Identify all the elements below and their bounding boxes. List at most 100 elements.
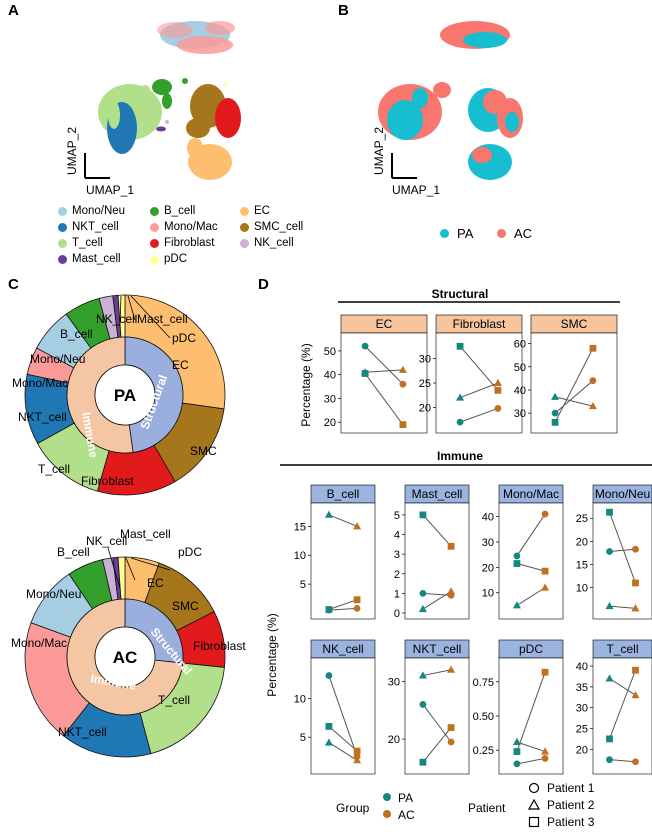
facet-panel xyxy=(310,502,376,620)
connector-line xyxy=(516,513,546,557)
data-point xyxy=(447,738,455,746)
donut-label-mononeu: Mono/Neu xyxy=(30,352,85,366)
connector-line xyxy=(609,678,636,696)
legend-shape xyxy=(528,816,540,828)
legend-patient-label: Patient 2 xyxy=(547,798,595,812)
facet-panel xyxy=(592,657,652,775)
umap-b-x-label: UMAP_1 xyxy=(392,183,440,197)
legend-item: Mast_cell xyxy=(58,253,121,265)
y-tick-label: 0.50 xyxy=(473,711,494,723)
structural-title: Structural xyxy=(432,287,489,301)
donut-label-b: B_cell xyxy=(60,327,93,341)
legend-swatch xyxy=(58,254,67,264)
legend-label: Mono/Mac xyxy=(164,221,218,233)
legend-swatch xyxy=(240,222,249,232)
legend-item: NKT_cell xyxy=(58,221,119,233)
y-tick-label: 30 xyxy=(324,393,336,405)
legend-swatch xyxy=(240,238,249,248)
data-point xyxy=(399,421,407,429)
y-tick-label: 50 xyxy=(514,362,526,374)
donut-leader-line xyxy=(127,295,136,321)
data-point xyxy=(541,747,550,755)
facet-strip-label: Fibroblast xyxy=(453,317,506,331)
umap-group-plot: UMAP_2 UMAP_1 xyxy=(372,21,523,197)
y-tick-label: 15 xyxy=(576,559,588,571)
data-point xyxy=(494,386,502,394)
facet-panel xyxy=(404,657,470,775)
data-point xyxy=(418,671,427,679)
data-point xyxy=(456,342,464,350)
donut-ac: ACECSMCFibroblastT_cellNKT_cellMono/MacM… xyxy=(11,527,246,758)
y-tick-label: 0.25 xyxy=(473,745,494,757)
panel-letter-c: C xyxy=(8,276,19,293)
umap-celltype-plot: UMAP_2 UMAP_1 xyxy=(65,21,241,197)
facet-panel xyxy=(404,502,470,620)
connector-line xyxy=(459,407,499,423)
y-tick-label: 20 xyxy=(482,562,494,574)
legend-label: NK_cell xyxy=(254,237,294,249)
y-tick-label: 25 xyxy=(419,378,431,390)
legend-item: SMC_cell xyxy=(240,221,303,233)
data-point xyxy=(632,545,639,553)
data-point xyxy=(353,522,362,530)
legend-group-swatch xyxy=(383,793,391,801)
connector-line xyxy=(328,675,358,757)
facet-strip-label: Mono/Mac xyxy=(503,487,559,501)
group-legend-item: AC xyxy=(497,226,532,241)
y-tick-label: 30 xyxy=(576,703,588,715)
data-point xyxy=(447,665,456,673)
data-point xyxy=(632,758,639,766)
legend-item: Fibroblast xyxy=(150,237,215,249)
connector-line xyxy=(422,669,452,677)
connector-line xyxy=(609,670,636,740)
data-point xyxy=(631,691,640,699)
y-tick-label: 40 xyxy=(514,385,526,397)
data-point xyxy=(631,604,640,612)
legend-item: Mono/Mac xyxy=(150,221,218,233)
legend-item: B_cell xyxy=(150,205,195,217)
facet-strip-label: Mono/Neu xyxy=(595,487,650,501)
structural-y-label: Percentage (%) xyxy=(299,343,313,426)
group-legend-item: PA xyxy=(440,226,473,241)
facet-panel xyxy=(592,502,652,620)
facet-panel xyxy=(530,332,618,434)
immune-title: Immune xyxy=(437,449,483,463)
data-point xyxy=(325,723,333,730)
donut-leader-line xyxy=(125,557,136,581)
donut-label-nkt: NKT_cell xyxy=(18,410,67,424)
donut-leader-line xyxy=(130,557,171,571)
legend-label: EC xyxy=(254,205,270,217)
facet-panel xyxy=(340,332,428,434)
y-tick-label: 30 xyxy=(482,537,494,549)
data-point xyxy=(493,378,502,386)
data-point xyxy=(513,748,521,755)
facet-strip-label: EC xyxy=(376,317,393,331)
y-tick-label: 5 xyxy=(300,732,306,744)
y-tick-label: 25 xyxy=(576,723,588,735)
connector-line xyxy=(328,742,358,761)
donut-pa: PAECSMCFibroblastT_cellNKT_cellMono/MacM… xyxy=(12,294,226,496)
legend-label: pDC xyxy=(164,253,188,265)
y-tick-label: 1 xyxy=(394,588,400,600)
legend-swatch xyxy=(58,206,67,216)
data-point xyxy=(588,401,597,410)
y-tick-label: 20 xyxy=(388,734,400,746)
data-point xyxy=(551,392,560,400)
y-tick-label: 20 xyxy=(419,402,431,414)
data-point xyxy=(494,405,502,412)
umap-clusters xyxy=(98,21,241,180)
donut-label-ec: EC xyxy=(172,358,189,372)
legend-swatch xyxy=(58,238,67,248)
legend-patient-title: Patient xyxy=(468,801,506,815)
legend-swatch xyxy=(58,222,67,232)
connector-line xyxy=(328,514,358,527)
legend-shape xyxy=(528,782,540,794)
legend-label: B_cell xyxy=(164,205,196,217)
